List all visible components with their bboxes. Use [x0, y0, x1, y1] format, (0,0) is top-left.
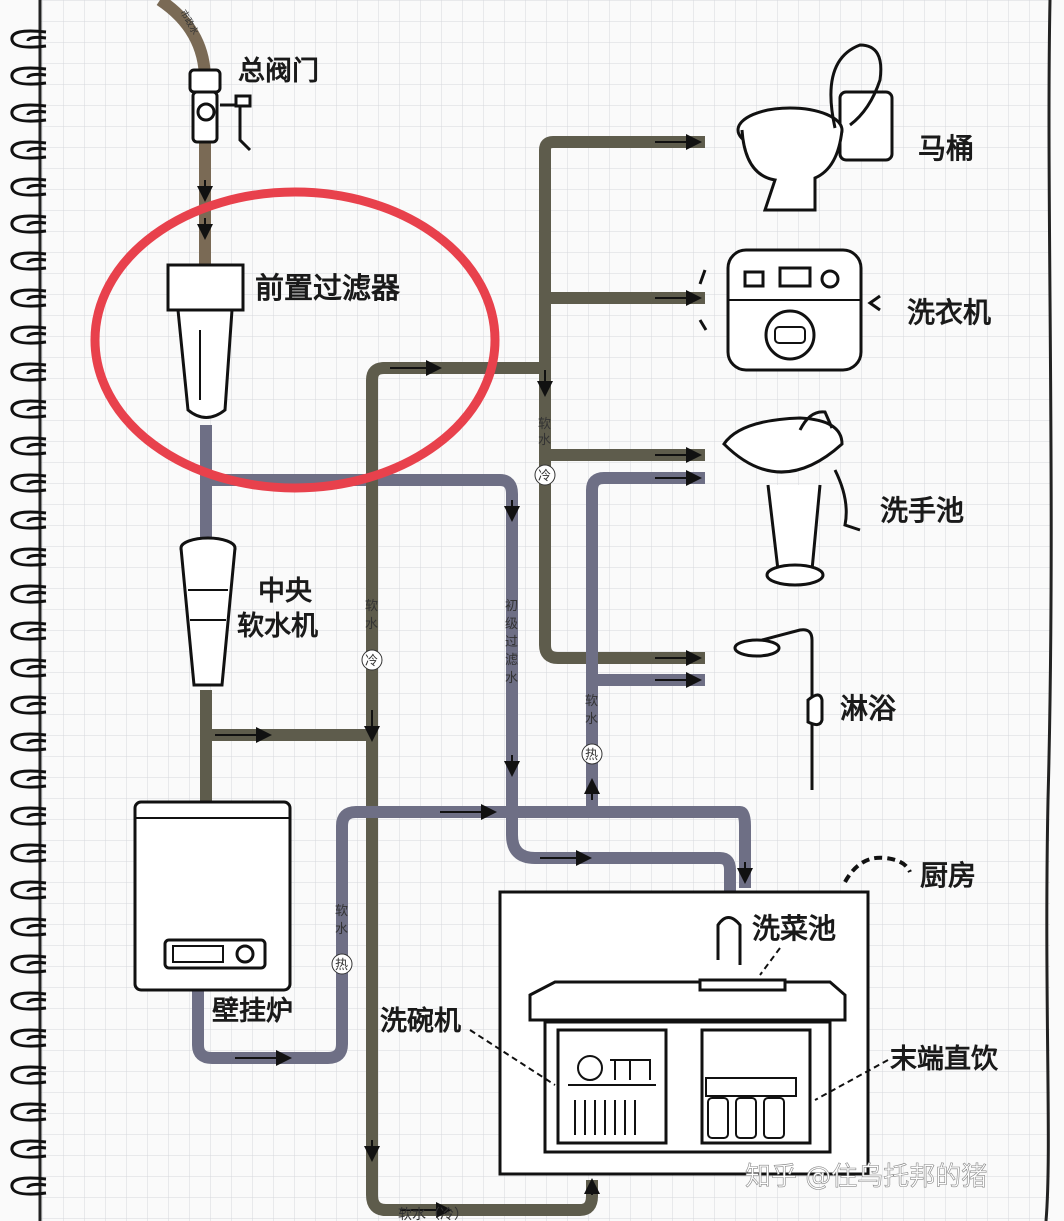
pipe-hot-up [586, 472, 705, 812]
boiler-icon [133, 800, 292, 992]
spiral-ring [10, 510, 47, 530]
spiral-ring [10, 1102, 47, 1122]
spiral-ring [10, 917, 47, 937]
spiral-ring [10, 732, 47, 752]
svg-text:软: 软 [365, 599, 378, 614]
svg-text:冷: 冷 [365, 654, 378, 669]
spiral-ring [10, 658, 47, 678]
pipe-shower-cold [539, 368, 705, 664]
spiral-ring [10, 140, 47, 160]
pipe-hot-boiler [192, 806, 751, 1064]
main-valve-icon [188, 68, 252, 152]
basin-icon [722, 410, 861, 587]
toilet-icon [736, 43, 894, 212]
leader-lines [469, 947, 889, 1101]
svg-text:级: 级 [505, 617, 518, 632]
flow-arrows [197, 134, 753, 1218]
watermark: 知乎 @住乌托邦的猪 [745, 1162, 987, 1192]
pipe-filtered-branch [206, 474, 736, 975]
svg-text:水: 水 [335, 922, 348, 937]
svg-text:水: 水 [365, 617, 378, 632]
spiral-ring [10, 1176, 47, 1196]
label-boiler: 壁挂炉 [212, 996, 293, 1027]
pipe-label-bottom: 软水（冷） [398, 1207, 468, 1221]
svg-text:冷: 冷 [538, 469, 551, 484]
svg-text:软: 软 [538, 417, 551, 432]
label-kitchen: 厨房 [920, 859, 976, 892]
svg-text:软: 软 [585, 694, 598, 709]
svg-text:水: 水 [505, 671, 518, 686]
svg-text:软: 软 [335, 904, 348, 919]
spiral-ring [10, 103, 47, 123]
spiral-ring [10, 362, 47, 382]
pipe-label-soft-hot-left: 软 水 热 [331, 904, 353, 975]
label-shower: 淋浴 [840, 692, 897, 725]
pipe-label-primary-filtered: 初 级 过 滤 水 [505, 599, 518, 686]
label-sink: 洗菜池 [752, 912, 836, 945]
spiral-ring [10, 584, 47, 604]
pipe-soft-cold-main [206, 136, 705, 741]
spiral-ring [10, 1028, 47, 1048]
spiral-ring [10, 1065, 47, 1085]
prefilter-icon [166, 263, 245, 419]
spiral-ring [10, 177, 47, 197]
spiral-ring [10, 214, 47, 234]
pipe-label-soft-hot-right: 软 水 热 [581, 694, 603, 765]
spiral-ring [10, 547, 47, 567]
svg-text:滤: 滤 [505, 653, 518, 668]
spiral-ring [10, 843, 47, 863]
highlight-circle [90, 187, 500, 493]
spiral-ring [10, 695, 47, 715]
label-main-valve: 总阀门 [238, 56, 319, 87]
spiral-ring [10, 251, 47, 271]
pipe-soft-cold-down [366, 735, 598, 1216]
svg-text:水: 水 [585, 712, 598, 727]
softener-icon [179, 536, 237, 687]
spiral-ring [10, 880, 47, 900]
pipe-label-soft-cold-mid: 软 水 冷 [361, 599, 383, 671]
label-toilet: 马桶 [918, 132, 974, 165]
label-dishwasher: 洗碗机 [380, 1005, 461, 1037]
kitchen-arrow [843, 855, 912, 884]
spiral-ring [10, 1139, 47, 1159]
spiral-ring [10, 473, 47, 493]
spiral-ring [10, 769, 47, 789]
drinking-purifier-icon [705, 1077, 797, 1139]
paper-edge [38, 0, 1053, 1221]
spiral-ring [10, 621, 47, 641]
pipe-label-soft-cold-top: 软 水 冷 [534, 417, 556, 486]
label-drinking: 末端直饮 [890, 1044, 999, 1075]
spiral-binding [10, 29, 47, 1196]
shower-icon [733, 628, 824, 790]
label-basin: 洗手池 [880, 494, 964, 527]
spiral-ring [10, 288, 47, 308]
spiral-ring [10, 991, 47, 1011]
svg-text:过: 过 [505, 635, 518, 650]
svg-text:水: 水 [538, 433, 551, 448]
svg-text:初: 初 [505, 599, 518, 614]
label-prefilter: 前置过滤器 [255, 271, 401, 305]
washer-icon [698, 248, 881, 372]
label-softener-1: 中央 [258, 576, 313, 607]
label-softener-2: 软水机 [237, 611, 318, 642]
spiral-ring [10, 399, 47, 419]
svg-text:热: 热 [585, 748, 598, 763]
spiral-ring [10, 954, 47, 974]
spiral-ring [10, 325, 47, 345]
spiral-ring [10, 806, 47, 826]
spiral-ring [10, 66, 47, 86]
spiral-ring [10, 436, 47, 456]
spiral-ring [10, 29, 47, 49]
dishwasher-icon [568, 1055, 656, 1135]
label-washer: 洗衣机 [907, 296, 991, 329]
svg-text:热: 热 [335, 958, 348, 973]
